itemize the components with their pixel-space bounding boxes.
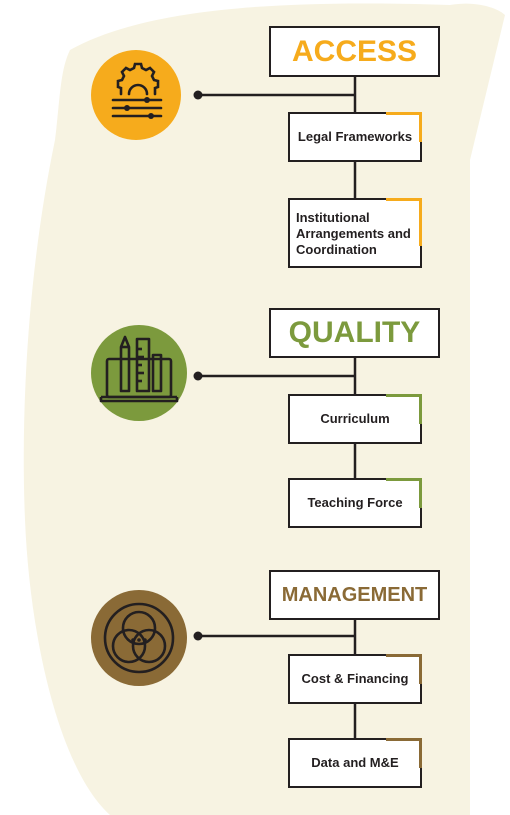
cost-financing-box: Cost & Financing: [288, 654, 422, 704]
accent-corner: [386, 394, 422, 424]
laptop-pencil-ruler-icon: [99, 335, 179, 403]
quality-title-box: QUALITY: [269, 308, 440, 358]
venn-circles-icon: [103, 602, 175, 674]
quality-item-label: Teaching Force: [307, 495, 403, 510]
quality-icon-circle: [91, 325, 187, 421]
teaching-force-box: Teaching Force: [288, 478, 422, 528]
access-item-label: Institutional Arrangements and Coordinat…: [296, 210, 411, 257]
data-me-box: Data and M&E: [288, 738, 422, 788]
institutional-arrangements-box: Institutional Arrangements and Coordinat…: [288, 198, 422, 268]
curriculum-box: Curriculum: [288, 394, 422, 444]
management-item-label: Cost & Financing: [301, 671, 409, 686]
quality-title: QUALITY: [288, 316, 421, 349]
gear-sliders-icon: [111, 62, 163, 119]
management-item-label: Data and M&E: [311, 755, 399, 770]
legal-frameworks-box: Legal Frameworks: [288, 112, 422, 162]
accent-corner: [386, 478, 422, 508]
access-icon-circle: [91, 50, 181, 140]
access-title: ACCESS: [291, 34, 418, 68]
management-title-box: MANAGEMENT: [269, 570, 440, 620]
accent-corner: [386, 738, 422, 768]
access-item-label: Legal Frameworks: [297, 129, 413, 144]
accent-corner: [386, 198, 422, 246]
management-title: MANAGEMENT: [281, 583, 428, 606]
accent-corner: [386, 112, 422, 142]
access-title-box: ACCESS: [269, 26, 440, 77]
management-icon-circle: [91, 590, 187, 686]
quality-item-label: Curriculum: [320, 411, 390, 426]
accent-corner: [386, 654, 422, 684]
